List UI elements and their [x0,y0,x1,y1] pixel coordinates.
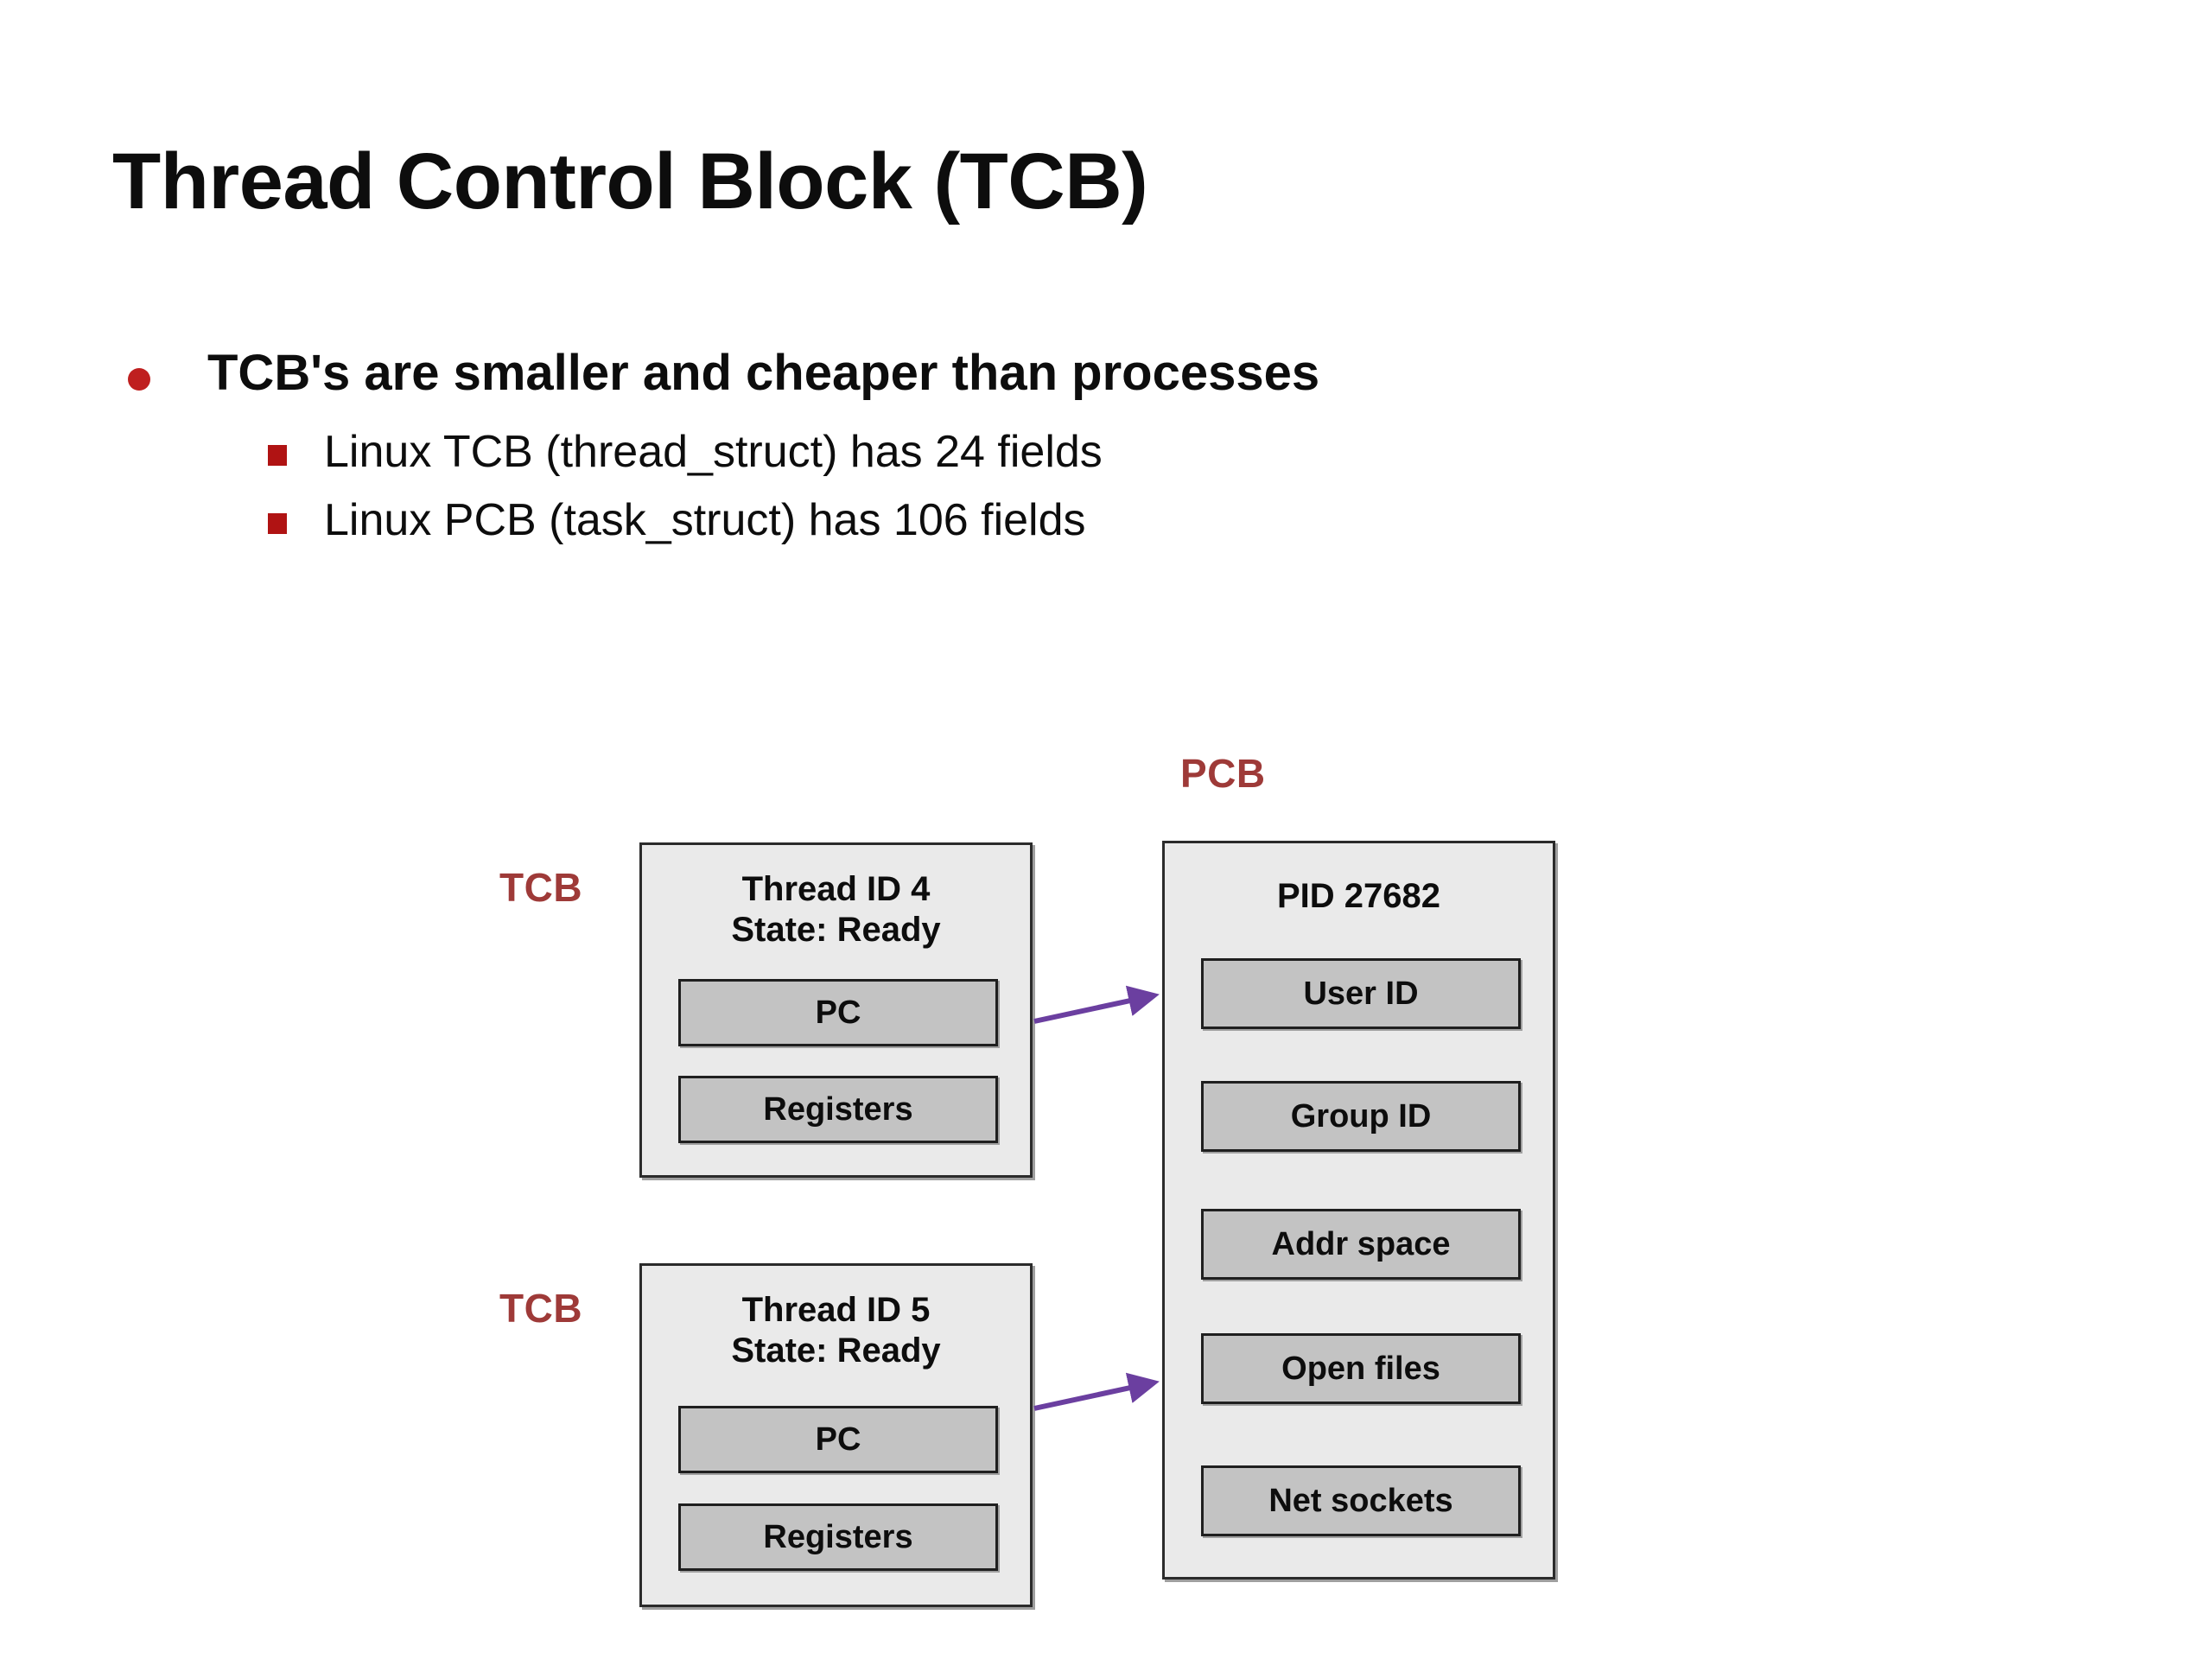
pcb-field-group-id[interactable]: Group ID [1201,1081,1521,1152]
bullet-item-level2: Linux TCB (thread_struct) has 24 fields [112,426,1754,477]
tcb-heading-2: Thread ID 5 State: Ready [731,1291,941,1370]
square-bullet-icon [268,444,287,466]
square-bullet-icon [268,513,287,535]
pcb-field-net-sockets[interactable]: Net sockets [1201,1465,1521,1536]
tcb-field-registers-2[interactable]: Registers [678,1503,998,1571]
bullet-text: Linux PCB (task_struct) has 106 fields [324,495,1086,546]
arrow-tcb2-to-pcb [1033,1372,1160,1411]
tcb-field-pc-2[interactable]: PC [678,1406,998,1473]
bullet-text: TCB's are smaller and cheaper than proce… [207,345,1320,401]
arrow-tcb1-to-pcb [1033,985,1160,1024]
dot-bullet-icon [128,368,150,391]
pcb-block[interactable]: PID 27682 User ID Group ID Addr space Op… [1162,841,1555,1580]
tcb-heading-1: Thread ID 4 State: Ready [731,870,941,950]
tcb-field-registers-1[interactable]: Registers [678,1076,998,1143]
tcb-block-1[interactable]: Thread ID 4 State: Ready PC Registers [639,842,1033,1178]
bullet-item-level2: Linux PCB (task_struct) has 106 fields [112,496,1754,545]
page-title: Thread Control Block (TCB) [112,137,1148,226]
pcb-field-addr-space[interactable]: Addr space [1201,1209,1521,1280]
bullet-list: TCB's are smaller and cheaper than proce… [112,345,1754,564]
tcb-group-label-1: TCB [499,865,583,910]
tcb-group-label-2: TCB [499,1286,583,1331]
tcb-field-pc-1[interactable]: PC [678,979,998,1046]
pcb-group-label: PCB [1180,751,1266,796]
pcb-heading: PID 27682 [1276,877,1441,915]
pcb-field-user-id[interactable]: User ID [1201,958,1521,1029]
bullet-text: Linux TCB (thread_struct) has 24 fields [324,426,1103,477]
tcb-block-2[interactable]: Thread ID 5 State: Ready PC Registers [639,1263,1033,1607]
bullet-item-level1: TCB's are smaller and cheaper than proce… [112,345,1754,402]
pcb-field-open-files[interactable]: Open files [1201,1333,1521,1404]
